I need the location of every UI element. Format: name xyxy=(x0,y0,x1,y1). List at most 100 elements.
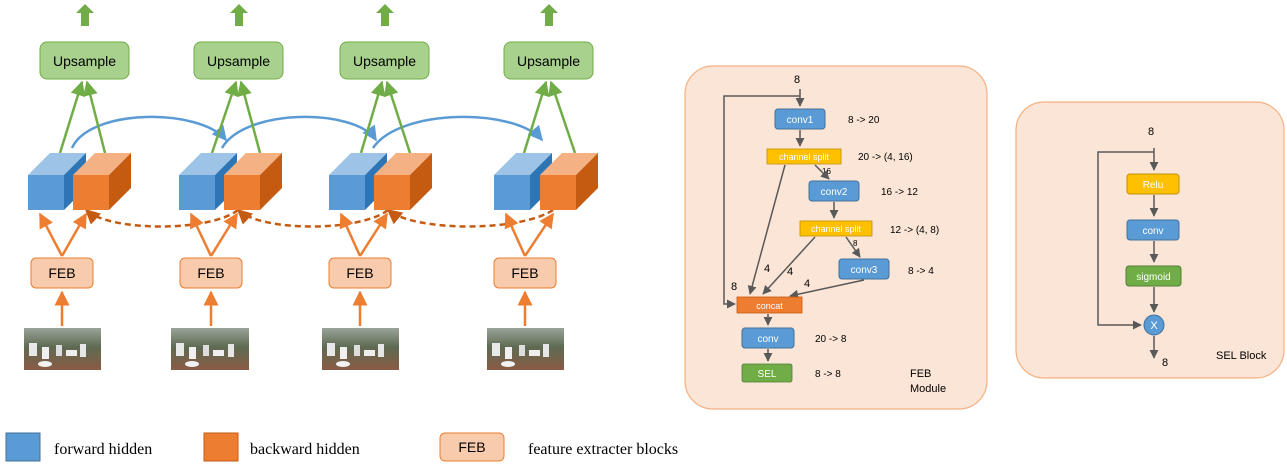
conv-box xyxy=(741,327,795,349)
upsample-label: Upsample xyxy=(517,53,580,69)
legend: forward hidden backward hidden FEB featu… xyxy=(5,432,678,462)
arrow-split1-to-concat xyxy=(747,164,786,295)
conv3-note: 8 -> 4 xyxy=(908,266,934,277)
arrow-to-forward xyxy=(38,212,64,257)
relu-label: Relu xyxy=(1143,180,1164,191)
conv2-box xyxy=(808,180,860,202)
pipeline-column-1: Upsample FEB xyxy=(24,4,131,370)
arrow-to-backward xyxy=(523,212,555,257)
backward-recurrent-arc xyxy=(84,208,239,228)
feb-label: FEB xyxy=(197,265,224,281)
arrow-to-forward xyxy=(189,212,213,257)
backward-recurrent-arc xyxy=(386,208,554,228)
sel-block-caption: SEL Block xyxy=(1216,350,1267,362)
input-frame-image xyxy=(24,328,101,370)
channel-split-2-box xyxy=(799,220,873,237)
feb-label: FEB xyxy=(346,265,373,281)
backward-hidden-block xyxy=(374,153,432,210)
channel-split-1-label: channel split xyxy=(779,152,830,162)
feb-module-caption: Module xyxy=(910,383,946,395)
arrow-conv3-to-concat xyxy=(789,279,865,299)
forward-recurrent-arc xyxy=(70,115,227,149)
channel-split-1-box xyxy=(766,148,842,165)
legend-backward-swatch xyxy=(203,432,239,462)
sel-note: 8 -> 8 xyxy=(815,369,841,380)
feb-module-panel: 8 8 conv1 8 -> 20 channel split 20 -> (4… xyxy=(684,65,988,410)
arrow-to-upsample xyxy=(210,80,239,154)
backward-recurrent-arc xyxy=(236,208,389,228)
sel-input-channels: 8 xyxy=(1148,126,1154,138)
feb-input-channels: 8 xyxy=(794,74,800,86)
arrow-to-upsample xyxy=(83,80,107,154)
pipeline-column-2: Upsample FEB xyxy=(171,4,284,370)
arrow xyxy=(814,164,830,180)
feb-label: FEB xyxy=(511,265,538,281)
conv-note: 20 -> 8 xyxy=(815,334,847,345)
concat-box xyxy=(736,296,803,314)
sigmoid-box xyxy=(1125,265,1182,287)
upsample-box xyxy=(503,41,594,80)
arrow-to-upsample xyxy=(384,80,412,154)
conv2-label: conv2 xyxy=(821,187,848,198)
edge-label: 4 xyxy=(804,278,810,290)
conv-label: conv xyxy=(757,334,778,345)
conv2-note: 16 -> 12 xyxy=(881,187,918,198)
edge-label: 4 xyxy=(764,263,770,275)
recurrent-pipeline: Upsample FEB xyxy=(24,4,598,370)
backward-hidden-block xyxy=(224,153,282,210)
split2-note: 12 -> (4, 8) xyxy=(890,225,939,236)
forward-hidden-block xyxy=(329,153,387,210)
conv1-box xyxy=(774,108,826,130)
pipeline-column-3: Upsample FEB xyxy=(322,4,432,370)
upsample-box xyxy=(193,41,284,80)
input-frame-image xyxy=(487,328,564,370)
arrow-to-forward xyxy=(504,212,527,257)
split2-output: 8 xyxy=(853,239,858,248)
backward-hidden-block xyxy=(540,153,598,210)
arrow-split2-to-concat xyxy=(762,236,816,295)
upsample-label: Upsample xyxy=(53,53,116,69)
arrow-to-upsample xyxy=(237,80,262,154)
output-arrow-icon xyxy=(376,4,394,26)
upsample-label: Upsample xyxy=(353,53,416,69)
sigmoid-label: sigmoid xyxy=(1136,272,1170,283)
arrow-to-backward xyxy=(60,212,88,257)
legend-feb-label: feature extracter blocks xyxy=(528,441,678,458)
multiply-node xyxy=(1143,314,1165,336)
split1-output: 16 xyxy=(822,167,831,176)
arrow-to-forward xyxy=(339,212,362,257)
legend-forward-swatch xyxy=(5,432,41,462)
feb-box xyxy=(493,257,557,289)
legend-feb-swatch xyxy=(439,432,505,462)
sel-box xyxy=(741,363,793,383)
conv1-note: 8 -> 20 xyxy=(848,115,880,126)
upsample-box xyxy=(39,41,130,80)
edge-label: 4 xyxy=(787,266,793,278)
input-frame-image xyxy=(171,328,249,370)
legend-backward-label: backward hidden xyxy=(250,441,360,458)
channel-split-2-label: channel split xyxy=(811,224,862,234)
conv1-label: conv1 xyxy=(787,115,814,126)
sel-conv-label: conv xyxy=(1142,226,1163,237)
legend-feb-box-label: FEB xyxy=(458,439,485,455)
feb-module-background xyxy=(684,65,988,410)
arrow xyxy=(845,236,861,258)
feb-box xyxy=(328,257,392,289)
arrow-to-backward xyxy=(358,212,389,257)
arrow-to-backward xyxy=(209,212,239,257)
arrow-to-upsample xyxy=(359,80,386,154)
multiply-label: X xyxy=(1150,320,1158,332)
forward-recurrent-arc xyxy=(220,115,378,149)
arrow-to-upsample xyxy=(58,80,86,154)
skip-channels: 8 xyxy=(731,281,737,293)
feb-module-caption: FEB xyxy=(910,368,931,380)
feb-box xyxy=(179,257,243,289)
feb-box xyxy=(30,257,94,289)
sel-block-panel: 8 Relu conv sigmoid X 8 SEL Block xyxy=(1015,101,1285,379)
relu-box xyxy=(1126,173,1180,195)
sel-conv-box xyxy=(1126,219,1180,241)
output-arrow-icon xyxy=(76,4,94,26)
conv3-box xyxy=(838,258,890,280)
backward-hidden-block xyxy=(73,153,131,210)
